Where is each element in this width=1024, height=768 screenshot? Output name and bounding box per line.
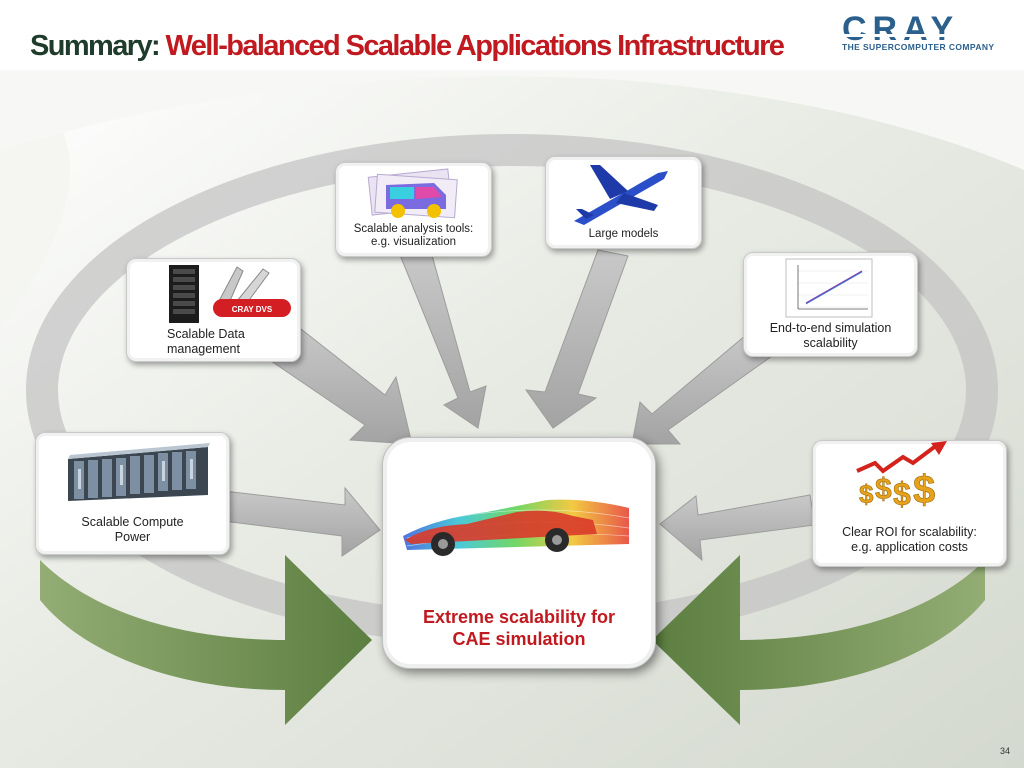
card-compute-power: Scalable Compute Power (35, 432, 230, 555)
data-label: Scalable Data management (167, 327, 300, 357)
card-end-to-end: End-to-end simulation scalability (743, 252, 918, 357)
arrow-compute-to-center (214, 486, 381, 557)
arrow-models-to-center (524, 249, 629, 429)
cray-logo: CRAY THE SUPERCOMPUTER COMPANY (838, 10, 1018, 54)
models-label: Large models (588, 228, 659, 240)
arrow-roi-to-center (659, 494, 816, 562)
card-large-models: Large models (545, 156, 702, 249)
svg-text:$: $ (913, 468, 935, 512)
e2e-label: End-to-end simulation scalability (744, 321, 917, 351)
scalability-chart-icon (785, 258, 873, 318)
arrow-e2e-to-center (631, 329, 773, 445)
card-analysis-tools: Scalable analysis tools: e.g. visualizat… (335, 162, 492, 257)
swiss-knife-icon: CRAY DVS (213, 266, 291, 317)
center-label: Extreme scalability for CAE simulation (383, 606, 655, 650)
analysis-label-line1: Scalable analysis tools: (353, 223, 474, 235)
roi-label-line2: e.g. application costs (851, 540, 968, 554)
logo-wordmark: CRAY (842, 10, 960, 48)
arrow-analysis-to-center (399, 247, 487, 429)
green-arrow-left (40, 555, 372, 725)
analysis-label: Scalable analysis tools: e.g. visualizat… (336, 223, 491, 249)
visualization-icon (367, 168, 458, 219)
e2e-label-line1: End-to-end simulation (769, 321, 892, 335)
server-rack-icon (169, 265, 199, 323)
race-car-simulation-image (403, 497, 630, 556)
center-card: Extreme scalability for CAE simulation (382, 437, 656, 669)
dvs-badge: CRAY DVS (232, 305, 273, 314)
slide-title: Summary: Well-balanced Scalable Applicat… (30, 30, 785, 63)
dollar-growth-icon: $ $ $ $ (856, 441, 947, 512)
logo-tagline: THE SUPERCOMPUTER COMPANY (842, 42, 995, 52)
e2e-label-line2: scalability (803, 336, 858, 350)
supercomputer-icon (68, 443, 210, 501)
compute-label: Scalable Compute Power (36, 515, 229, 545)
title-main: Well-balanced Scalable Applications Infr… (165, 30, 785, 62)
center-label-line2: CAE simulation (452, 629, 586, 649)
page-number: 34 (1000, 746, 1011, 756)
svg-text:$: $ (893, 476, 911, 512)
data-label-line2: management (167, 342, 240, 356)
card-data-management: CRAY DVS Scalable Data management (126, 258, 301, 362)
title-prefix: Summary: (30, 30, 161, 62)
compute-label-line2: Power (114, 530, 151, 544)
green-arrow-right (652, 555, 985, 725)
airplane-icon (574, 165, 668, 225)
roi-label: Clear ROI for scalability: e.g. applicat… (813, 525, 1006, 555)
data-label-line1: Scalable Data (167, 327, 245, 341)
logo-stripe (844, 34, 1012, 37)
center-label-line1: Extreme scalability for (422, 607, 616, 627)
card-roi: $ $ $ $ Clear ROI for scalability: e.g. … (812, 440, 1007, 567)
roi-label-line1: Clear ROI for scalability: (842, 525, 977, 539)
compute-label-line1: Scalable Compute (81, 515, 184, 529)
svg-text:$: $ (875, 473, 892, 506)
svg-text:$: $ (859, 479, 874, 509)
analysis-label-line2: e.g. visualization (370, 236, 457, 248)
